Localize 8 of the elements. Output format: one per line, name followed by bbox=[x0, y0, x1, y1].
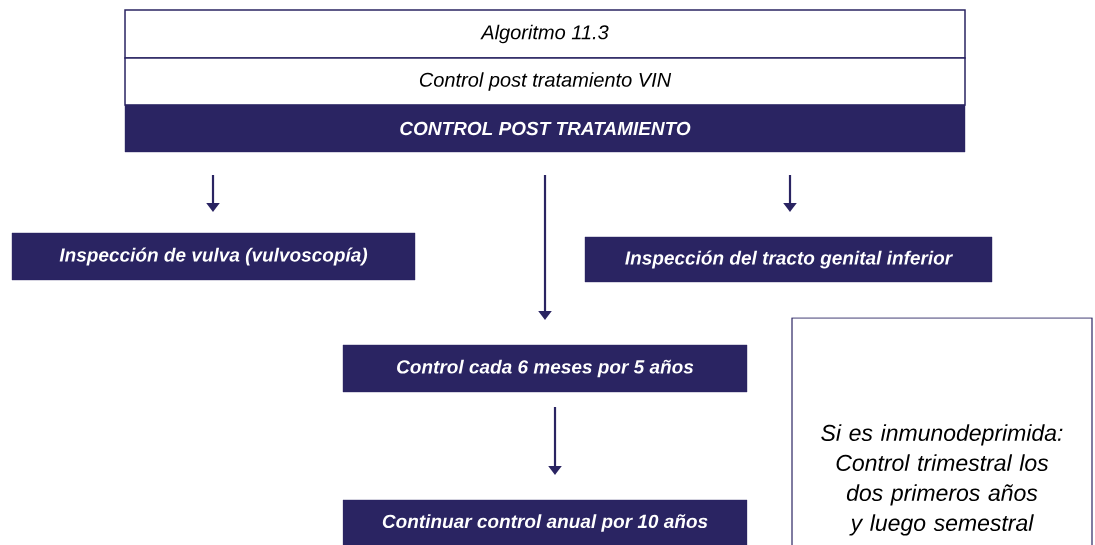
process-box: Inspección de vulva (vulvoscopía) bbox=[11, 232, 416, 281]
note-box: Si es inmunodeprimida: Control trimestral los dos primeros años y luego semestral bbox=[791, 317, 1093, 545]
process-box: CONTROL POST TRATAMIENTO bbox=[124, 104, 966, 153]
process-box: Inspección del tracto genital inferior bbox=[584, 236, 993, 283]
process-box: Continuar control anual por 10 años bbox=[342, 499, 748, 545]
header-box: Algoritmo 11.3 bbox=[124, 9, 966, 59]
header-box: Control post tratamiento VIN bbox=[124, 57, 966, 106]
process-box: Control cada 6 meses por 5 años bbox=[342, 344, 748, 393]
